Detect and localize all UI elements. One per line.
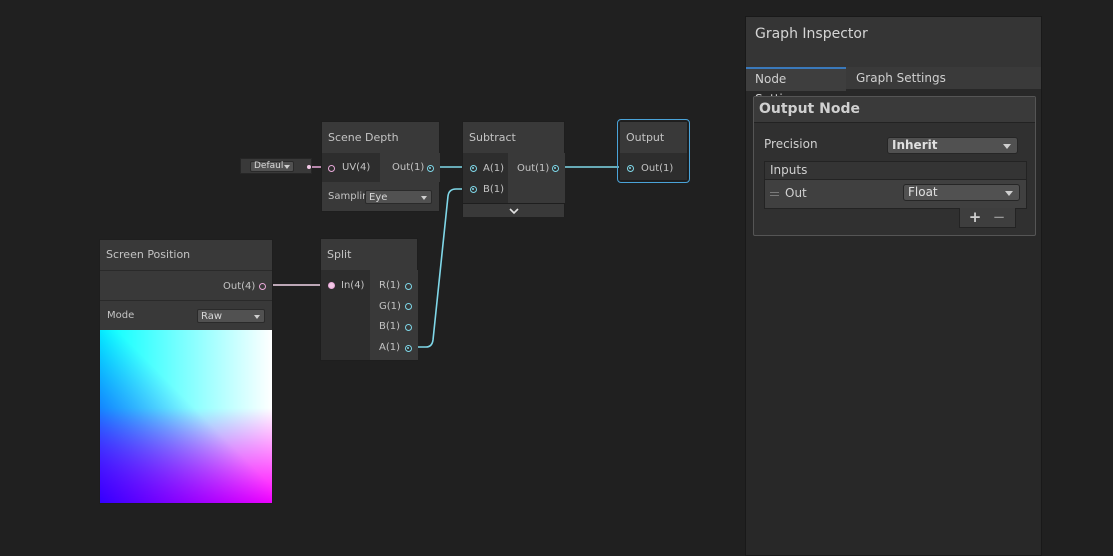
screen-position-node[interactable]: Screen Position Out(4) Mode Raw	[99, 239, 273, 504]
subtract-node[interactable]: Subtract A(1) B(1) Out(1)	[462, 121, 565, 217]
sampling-value: Eye	[369, 192, 388, 203]
chevron-down-icon	[254, 315, 260, 319]
uv-input-port[interactable]	[328, 165, 335, 172]
precision-dropdown[interactable]: Inherit	[887, 137, 1018, 154]
input-type-dropdown[interactable]: Float	[903, 184, 1020, 201]
node-title: Screen Position	[100, 240, 272, 270]
sampling-label: Samplin	[328, 191, 369, 202]
b-output-label: B(1)	[379, 321, 401, 332]
sampling-dropdown[interactable]: Eye	[365, 190, 432, 204]
node-settings: Mode Raw	[100, 300, 272, 331]
mode-label: Mode	[107, 310, 135, 321]
node-title: Subtract	[463, 122, 564, 153]
inputs-list: Inputs Out Float	[764, 161, 1027, 209]
in-input-port[interactable]	[328, 282, 335, 289]
input-column	[463, 153, 508, 203]
drag-handle-icon[interactable]	[770, 192, 779, 196]
node-ports: A(1) B(1) Out(1)	[463, 153, 565, 203]
a-output-label: A(1)	[379, 342, 401, 353]
panel-title: Output Node	[754, 97, 1035, 123]
inspector-title: Graph Inspector	[755, 26, 868, 42]
input-row[interactable]: Out Float	[765, 180, 1026, 208]
uv-default-value: Defaul	[254, 161, 284, 171]
inspector-header[interactable]	[746, 17, 1041, 67]
out-port[interactable]	[259, 283, 266, 290]
inputs-header-label: Inputs	[770, 163, 808, 177]
out-label: Out(1)	[517, 163, 550, 174]
output-node-selection	[617, 119, 690, 183]
out-label: Out(1)	[392, 162, 425, 173]
out-input-port[interactable]	[627, 165, 634, 172]
mode-dropdown[interactable]: Raw	[197, 309, 265, 323]
list-buttons: + −	[959, 208, 1016, 228]
a-input-label: A(1)	[483, 163, 505, 174]
precision-value: Inherit	[892, 138, 938, 152]
output-node[interactable]: Output Out(1)	[619, 121, 688, 181]
r-output-label: R(1)	[379, 280, 401, 291]
chevron-down-icon	[1005, 191, 1013, 196]
chevron-down-icon	[1003, 144, 1011, 149]
precision-label: Precision	[764, 137, 818, 151]
out-label: Out(4)	[223, 281, 256, 292]
expand-button[interactable]	[463, 203, 564, 217]
tab-graph-settings[interactable]: Graph Settings	[856, 71, 946, 85]
uv-default-dropdown[interactable]: Defaul	[250, 161, 294, 172]
b-output-port[interactable]	[405, 324, 412, 331]
node-title: Split	[321, 239, 417, 270]
scene-depth-node[interactable]: Scene Depth UV(4) Out(1) Samplin Eye	[321, 121, 440, 212]
node-title: Scene Depth	[322, 122, 439, 153]
preview-image	[100, 330, 272, 503]
out-port[interactable]	[427, 165, 434, 172]
uv-default-port[interactable]	[307, 165, 311, 169]
input-name: Out	[785, 186, 807, 200]
add-input-button[interactable]: +	[968, 208, 982, 226]
a-output-port[interactable]	[405, 345, 412, 352]
output-column	[508, 153, 565, 203]
input-type-value: Float	[908, 185, 938, 199]
node-ports: In(4) R(1) G(1) B(1) A(1)	[321, 270, 418, 360]
r-output-port[interactable]	[405, 283, 412, 290]
in-input-label: In(4)	[341, 280, 365, 291]
node-ports: Out(1)	[620, 153, 687, 180]
a-input-port[interactable]	[470, 165, 477, 172]
out-port[interactable]	[552, 165, 559, 172]
uv-input-label: UV(4)	[342, 162, 371, 173]
remove-input-button[interactable]: −	[992, 208, 1006, 226]
output-node-panel: Output Node Precision Inherit Inputs Out…	[753, 96, 1036, 236]
mode-value: Raw	[201, 311, 223, 322]
node-settings: Samplin Eye	[322, 183, 439, 211]
node-title: Output	[620, 122, 687, 153]
split-node[interactable]: Split In(4) R(1) G(1) B(1) A(1)	[320, 238, 418, 361]
node-ports: Out(4)	[100, 270, 272, 300]
out-input-label: Out(1)	[641, 163, 674, 174]
preview-overlay	[100, 330, 272, 503]
inputs-header: Inputs	[765, 162, 1026, 180]
g-output-port[interactable]	[405, 303, 412, 310]
node-ports: UV(4) Out(1)	[322, 153, 440, 182]
inspector-tabs: Node Settings Graph Settings	[746, 67, 1041, 106]
uv-default-field[interactable]: Defaul	[240, 158, 312, 174]
chevron-down-icon	[284, 165, 290, 169]
chevron-down-icon	[421, 196, 427, 200]
b-input-label: B(1)	[483, 184, 505, 195]
b-input-port[interactable]	[470, 186, 477, 193]
g-output-label: G(1)	[379, 301, 401, 312]
tab-node-settings[interactable]: Node Settings	[746, 67, 846, 106]
graph-inspector: Graph Inspector Node Settings Graph Sett…	[745, 16, 1042, 556]
chevron-down-icon	[509, 208, 519, 215]
